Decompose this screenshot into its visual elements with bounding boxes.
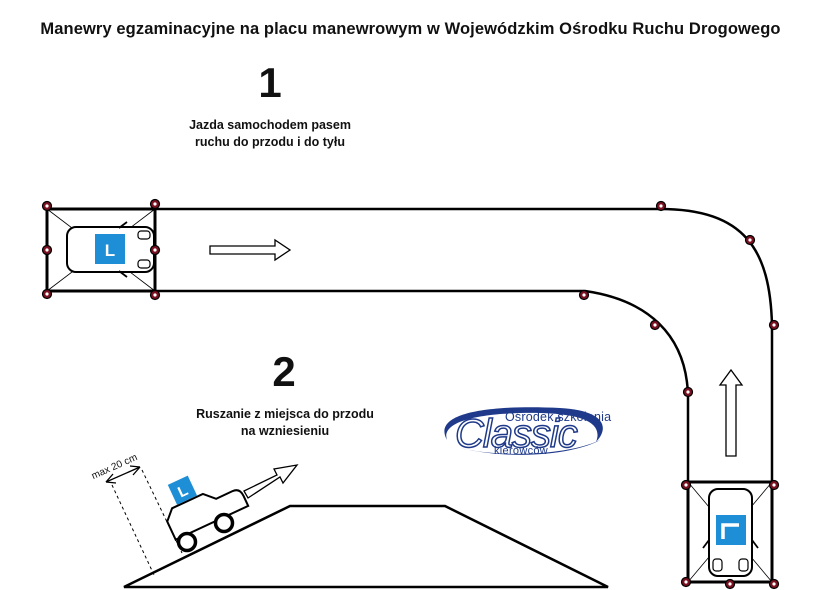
- maneuver-2-caption-line1: Ruszanie z miejsca do przodu: [196, 407, 374, 421]
- maneuver-2-number: 2: [272, 348, 296, 395]
- direction-arrow-up: [718, 368, 744, 457]
- car-mirror: [118, 221, 128, 229]
- cone-marker-center: [653, 323, 657, 327]
- car-side-body: [166, 489, 250, 542]
- car-taillight: [738, 558, 749, 572]
- logo-text-bottom: kierowców: [494, 445, 549, 457]
- cone-marker-center: [153, 202, 157, 206]
- maneuver-1-number: 1: [258, 59, 282, 106]
- cone-marker-center: [684, 580, 688, 584]
- car-headlight: [137, 259, 151, 269]
- start-box: L: [45, 207, 157, 293]
- cone-marker-center: [728, 582, 732, 586]
- lane-inner-boundary: [155, 289, 690, 482]
- maneuver-1-caption-line1: Jazda samochodem pasem: [189, 118, 351, 132]
- cone-marker-center: [772, 323, 776, 327]
- learner-sign-icon: [167, 475, 198, 505]
- cone-marker-center: [684, 483, 688, 487]
- cone-marker-center: [45, 292, 49, 296]
- direction-arrow-uphill: [243, 464, 299, 499]
- logo-text-top: Ośrodek szkolenia: [505, 410, 612, 424]
- page-title: Manewry egzaminacyjne na placu manewrowy…: [40, 20, 781, 38]
- car-mirror: [118, 270, 128, 278]
- height-dashed-line: [111, 484, 156, 578]
- cone-marker-center: [772, 582, 776, 586]
- cone-marker-center: [153, 293, 157, 297]
- maneuver-1-caption-line2: ruchu do przodu i do tyłu: [195, 135, 345, 149]
- cone-marker-center: [748, 238, 752, 242]
- car-on-hill: L: [166, 475, 250, 542]
- direction-arrow-right: [209, 238, 292, 262]
- height-dimension-line: [105, 466, 141, 483]
- height-annotation: [105, 465, 183, 578]
- car-headlight: [137, 230, 151, 240]
- learner-sign-letter: L: [105, 241, 115, 260]
- learner-sign-rotated-letter: [721, 523, 739, 539]
- cone-marker-center: [659, 204, 663, 208]
- logo-text-main: Classic: [454, 411, 578, 457]
- car-wheel-front: [213, 512, 235, 534]
- cone-marker-center: [772, 483, 776, 487]
- car-mirror: [751, 539, 759, 549]
- cone-marker-center: [582, 293, 586, 297]
- maneuver-2-caption: Ruszanie z miejsca do przodu na wzniesie…: [170, 406, 400, 440]
- maneuver-1-caption: Jazda samochodem pasem ruchu do przodu i…: [170, 117, 370, 151]
- cone-marker-center: [45, 204, 49, 208]
- end-box: [686, 480, 774, 584]
- cone-marker-center: [45, 248, 49, 252]
- learner-sign-icon: [95, 234, 125, 264]
- learner-sign-icon: [716, 515, 746, 545]
- maneuver-2-caption-line2: na wzniesieniu: [240, 424, 330, 438]
- cone-marker-center: [686, 390, 690, 394]
- hill-ramp: [123, 504, 609, 589]
- cone-marker-center: [153, 248, 157, 252]
- car-taillight: [712, 558, 723, 572]
- cones: [41, 198, 780, 590]
- car-mirror: [702, 539, 710, 549]
- car-wheel-rear: [176, 531, 198, 553]
